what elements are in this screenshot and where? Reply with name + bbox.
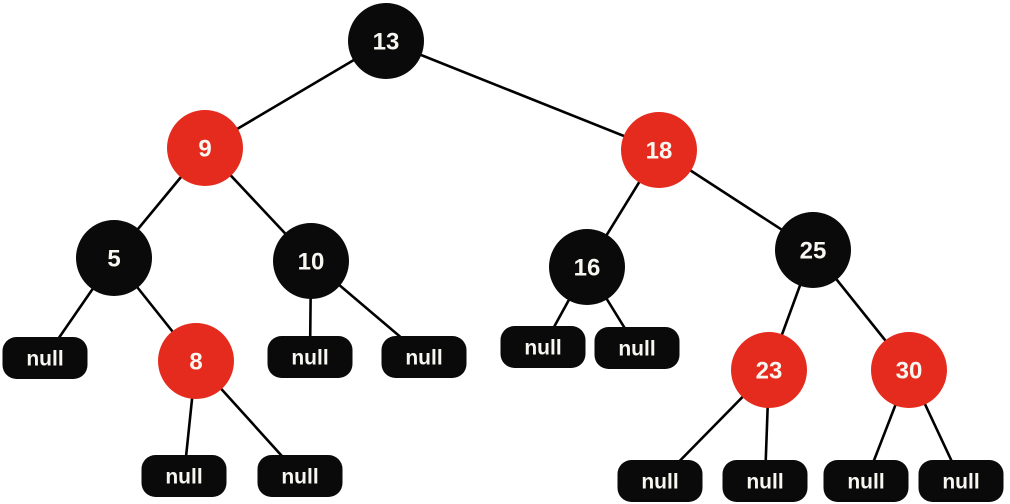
null-leaf: null <box>2 337 88 379</box>
leaf-rect <box>141 455 227 497</box>
leaf-rect <box>594 327 680 369</box>
null-leaf: null <box>918 460 1004 502</box>
tree-node-8: 8 <box>158 323 234 399</box>
leaf-rect <box>267 336 353 378</box>
null-leaf: null <box>617 460 703 502</box>
node-circle <box>775 212 851 288</box>
leaf-rect <box>617 460 703 502</box>
tree-node-5: 5 <box>76 220 152 296</box>
tree-edge-n13-n18 <box>385 39 660 152</box>
node-circle <box>348 3 424 79</box>
null-leaf: null <box>381 336 467 378</box>
node-circle <box>549 229 625 305</box>
node-circle <box>273 223 349 299</box>
null-leaf: null <box>141 455 227 497</box>
null-leaf: null <box>257 455 343 497</box>
leaf-rect <box>2 337 88 379</box>
leaf-rect <box>500 326 586 368</box>
leaf-rect <box>918 460 1004 502</box>
node-circle <box>167 110 243 186</box>
tree-node-9: 9 <box>167 110 243 186</box>
null-leaf: null <box>722 460 808 502</box>
node-circle <box>621 112 697 188</box>
leaf-rect <box>257 455 343 497</box>
leaf-rect <box>823 460 909 502</box>
leaf-rect <box>381 336 467 378</box>
null-leaf: null <box>594 327 680 369</box>
leaf-rect <box>722 460 808 502</box>
node-circle <box>158 323 234 399</box>
tree-node-16: 16 <box>549 229 625 305</box>
null-leaf: null <box>823 460 909 502</box>
tree-node-13: 13 <box>348 3 424 79</box>
tree-node-10: 10 <box>273 223 349 299</box>
node-circle <box>871 332 947 408</box>
null-leaf: null <box>267 336 353 378</box>
tree-node-25: 25 <box>775 212 851 288</box>
node-circle <box>76 220 152 296</box>
tree-node-18: 18 <box>621 112 697 188</box>
null-leaf: null <box>500 326 586 368</box>
node-circle <box>731 332 807 408</box>
tree-node-23: 23 <box>731 332 807 408</box>
tree-node-30: 30 <box>871 332 947 408</box>
